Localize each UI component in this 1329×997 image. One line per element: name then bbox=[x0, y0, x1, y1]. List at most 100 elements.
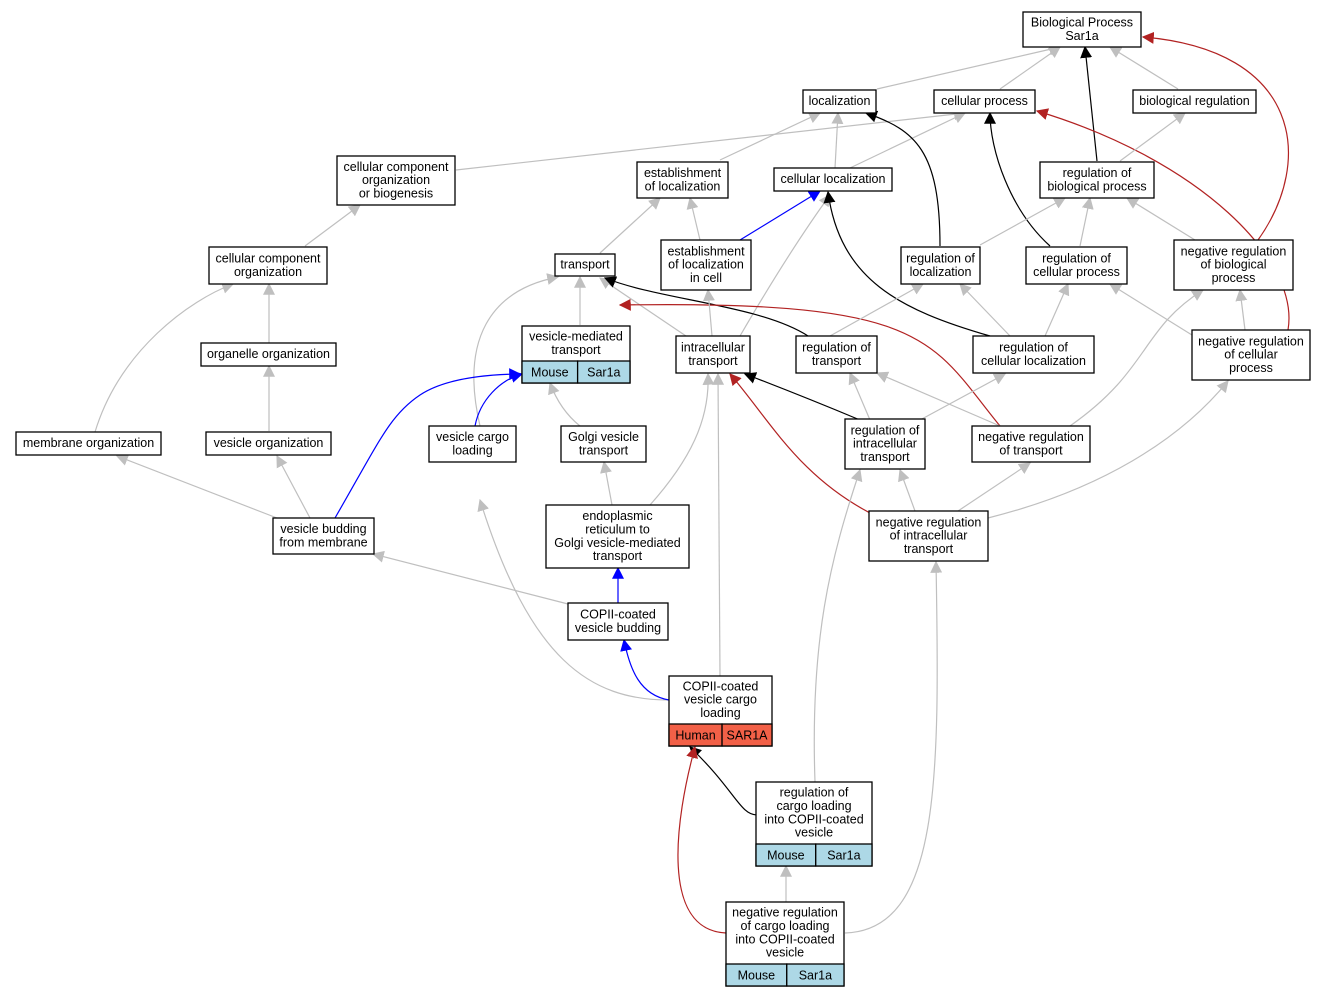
node-label-line: establishment bbox=[667, 244, 745, 258]
go-term-node-transport[interactable]: transport bbox=[554, 253, 616, 277]
node-label-line: cellular process bbox=[1033, 265, 1120, 279]
edge-is-a-reg-cell-process-to-reg-bio-process bbox=[1079, 196, 1094, 247]
node-label-line: vesicle cargo bbox=[436, 430, 509, 444]
node-label-line: process bbox=[1229, 361, 1273, 375]
go-term-node-cellular-process[interactable]: cellular process bbox=[933, 89, 1036, 114]
edge-is-a-neg-reg-cell-process-to-reg-cell-process bbox=[1108, 283, 1201, 341]
node-label-line: transport bbox=[579, 443, 629, 457]
edge-regulates-reg-intracellular-transport-to-intracellular-transport bbox=[743, 372, 861, 421]
node-label-line: or biogenesis bbox=[359, 186, 433, 200]
edge-is-a-neg-reg-intracellular-transport-to-neg-reg-cell-process bbox=[987, 380, 1229, 519]
edge-is-a-reg-cell-localization-to-reg-cell-process bbox=[1044, 282, 1070, 337]
go-term-node-biological-regulation[interactable]: biological regulation bbox=[1132, 89, 1257, 114]
node-box bbox=[545, 504, 690, 569]
edge-is-a-vesicle-cargo-loading-to-transport bbox=[473, 273, 560, 427]
edge-is-a-transport-to-est-localization bbox=[599, 197, 661, 254]
edge-part-of-vesicle-budding-to-vesicle-mediated-transport bbox=[334, 368, 522, 519]
edge-is-a-copii-cargo-loading-to-intracellular-transport bbox=[712, 372, 725, 677]
node-label-line: negative regulation bbox=[1198, 334, 1304, 348]
edge-is-a-cc-org-to-cc-org-biogenesis bbox=[304, 204, 361, 247]
node-label-line: cellular component bbox=[216, 252, 321, 266]
edge-negatively-regulates-neg-reg-cargo-loading-to-copii-cargo-loading bbox=[677, 745, 727, 934]
edge-regulates-reg-cell-localization-to-cellular-localization bbox=[823, 190, 991, 337]
node-label-line: negative regulation bbox=[876, 515, 982, 529]
go-term-node-membrane-org[interactable]: membrane organization bbox=[15, 431, 162, 456]
node-label-line: Golgi vesicle bbox=[568, 430, 639, 444]
node-label-line: of biological bbox=[1200, 258, 1266, 272]
node-label-line: transport bbox=[560, 258, 610, 272]
node-label-line: biological process bbox=[1047, 179, 1146, 193]
node-label-line: cellular localization bbox=[981, 354, 1086, 368]
node-box bbox=[1173, 239, 1294, 291]
node-label-line: regulation of bbox=[802, 341, 871, 355]
node-label-line: of intracellular bbox=[890, 529, 968, 543]
node-box bbox=[802, 89, 877, 114]
node-box bbox=[868, 510, 989, 562]
node-label-line: cellular process bbox=[941, 94, 1028, 108]
edge-is-a-cellular-localization-to-cellular-process bbox=[849, 112, 967, 169]
edge-negatively-regulates-neg-reg-cell-process-to-cellular-process bbox=[1035, 108, 1290, 331]
node-label-line: reticulum to bbox=[585, 523, 650, 537]
node-label-line: regulation of bbox=[851, 423, 920, 437]
edge-is-a-neg-reg-cargo-loading-to-neg-reg-intracellular-transport bbox=[844, 560, 943, 934]
gene-label: Sar1a bbox=[587, 366, 620, 380]
edge-negatively-regulates-neg-reg-intracellular-transport-to-intracellular-transport bbox=[729, 373, 881, 519]
edge-is-a-neg-reg-transport-to-reg-transport bbox=[875, 371, 1001, 427]
edge-is-a-reg-localization-to-reg-bio-process bbox=[979, 197, 1067, 246]
node-label-line: establishment bbox=[644, 166, 722, 180]
node-label-line: of localization bbox=[668, 258, 744, 272]
node-label-line: vesicle bbox=[795, 826, 833, 840]
node-box bbox=[1132, 89, 1257, 114]
species-label: Mouse bbox=[767, 849, 805, 863]
node-box bbox=[272, 517, 375, 555]
node-box bbox=[675, 335, 751, 374]
edge-is-a-er-golgi-transport-to-intracellular-transport bbox=[649, 372, 715, 506]
node-label-line: vesicle-mediated bbox=[529, 330, 623, 344]
node-label-line: from membrane bbox=[279, 535, 367, 549]
node-label-line: process bbox=[1212, 271, 1256, 285]
edge-is-a-reg-transport-to-reg-localization bbox=[829, 283, 925, 337]
go-term-node-localization[interactable]: localization bbox=[802, 89, 877, 114]
node-label-line: negative regulation bbox=[1181, 244, 1287, 258]
edge-part-of-est-loc-in-cell-to-cellular-localization bbox=[739, 190, 822, 241]
node-label-line: Sar1a bbox=[1065, 29, 1098, 43]
node-label-line: transport bbox=[593, 549, 643, 563]
node-box bbox=[900, 246, 981, 285]
edge-is-a-intracellular-transport-to-est-loc-in-cell bbox=[702, 288, 715, 337]
go-term-node-cellular-localization[interactable]: cellular localization bbox=[773, 167, 893, 192]
edge-regulates-reg-cell-process-to-cellular-process bbox=[984, 111, 1051, 247]
species-label: Mouse bbox=[531, 366, 569, 380]
node-label-line: vesicle budding bbox=[575, 621, 661, 635]
node-label-line: organization bbox=[234, 265, 302, 279]
go-term-node-vesicle-org[interactable]: vesicle organization bbox=[205, 431, 332, 456]
edge-is-a-copii-cargo-loading-to-vesicle-cargo-loading bbox=[477, 498, 670, 701]
go-term-node-organelle-org[interactable]: organelle organization bbox=[200, 342, 337, 367]
